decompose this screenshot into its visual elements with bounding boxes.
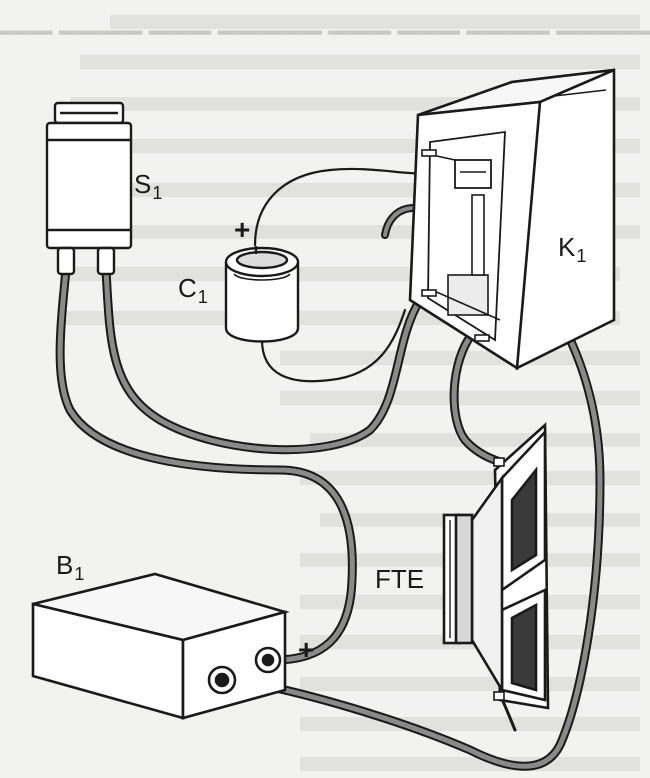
battery-b1 [31,572,290,720]
label-relay-sub: 1 [576,246,587,266]
label-battery-main: B [56,550,74,580]
label-switch-sub: 1 [152,183,163,203]
label-speaker: FTE [375,566,424,592]
speaker-fte [442,422,550,710]
label-capacitor: C1 [178,275,208,306]
switch-s1 [45,101,133,276]
label-speaker-main: FTE [375,564,425,594]
battery-plus-sign: + [298,634,315,665]
capacitor-c1 [224,246,300,343]
wire-capacitor-minus-to-relay [260,308,407,383]
label-relay-main: K [558,232,576,262]
capacitor-plus-sign: + [234,214,251,245]
label-battery-sub: 1 [74,564,85,584]
label-capacitor-sub: 1 [197,287,208,307]
label-relay: K1 [558,234,586,265]
label-switch: S1 [134,171,162,202]
relay-k1 [408,68,616,371]
label-capacitor-main: C [178,273,197,303]
label-battery: B1 [56,552,84,583]
label-switch-main: S [134,169,152,199]
